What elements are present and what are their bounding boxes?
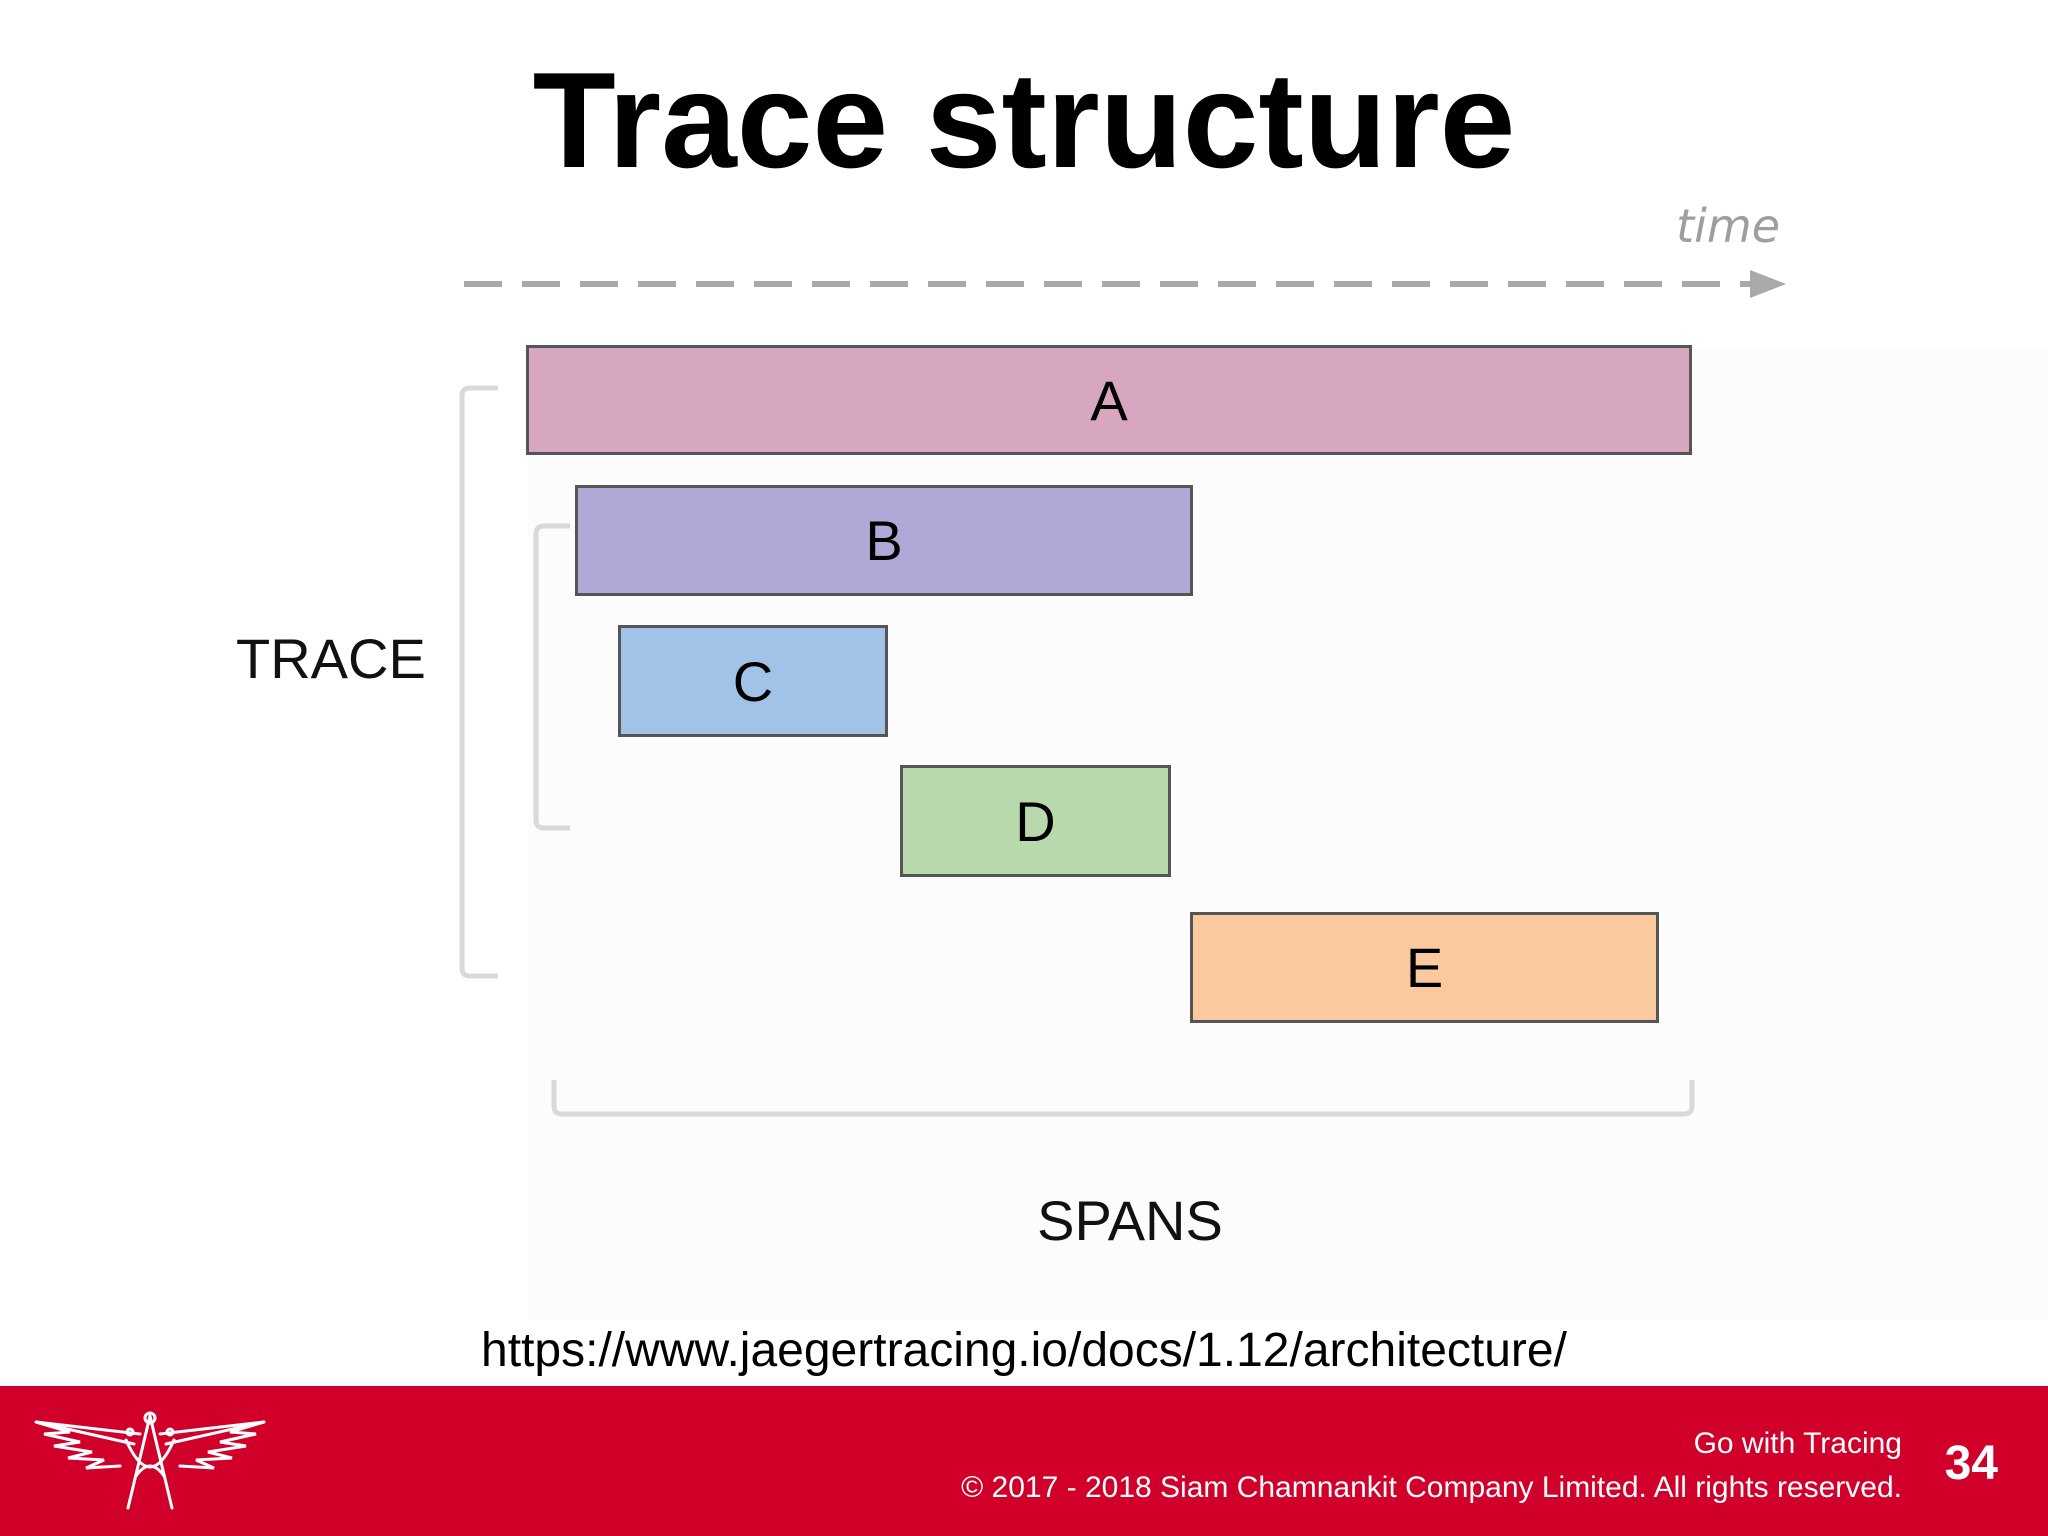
span-e: E xyxy=(1190,912,1659,1023)
span-b: B xyxy=(575,485,1193,596)
time-arrow xyxy=(464,270,1786,298)
spans-label: SPANS xyxy=(1037,1189,1223,1252)
page-number: 34 xyxy=(1944,1437,1998,1490)
footer-copyright: © 2017 - 2018 Siam Chamnankit Company Li… xyxy=(961,1471,1902,1504)
span-b-label: B xyxy=(865,509,903,572)
span-d-label: D xyxy=(1015,789,1056,853)
span-c: C xyxy=(618,625,888,737)
span-c-label: C xyxy=(732,649,774,713)
spans-bracket-line xyxy=(551,1080,1695,1117)
trace-label: TRACE xyxy=(236,627,426,690)
trace-bracket xyxy=(459,385,498,979)
slide-title: Trace structure xyxy=(532,44,1516,196)
span-a: A xyxy=(526,345,1692,455)
span-a-label: A xyxy=(1090,368,1128,432)
winged-logo-icon xyxy=(34,1411,266,1510)
span-d: D xyxy=(900,765,1171,877)
child-span-bracket xyxy=(533,523,570,831)
footer-bar: Go with Tracing © 2017 - 2018 Siam Chamn… xyxy=(0,1386,2048,1536)
span-e-label: E xyxy=(1405,936,1444,999)
time-axis-label: time xyxy=(1676,199,1780,253)
footer-title: Go with Tracing xyxy=(1693,1427,1902,1460)
source-url: https://www.jaegertracing.io/docs/1.12/a… xyxy=(481,1324,1567,1377)
